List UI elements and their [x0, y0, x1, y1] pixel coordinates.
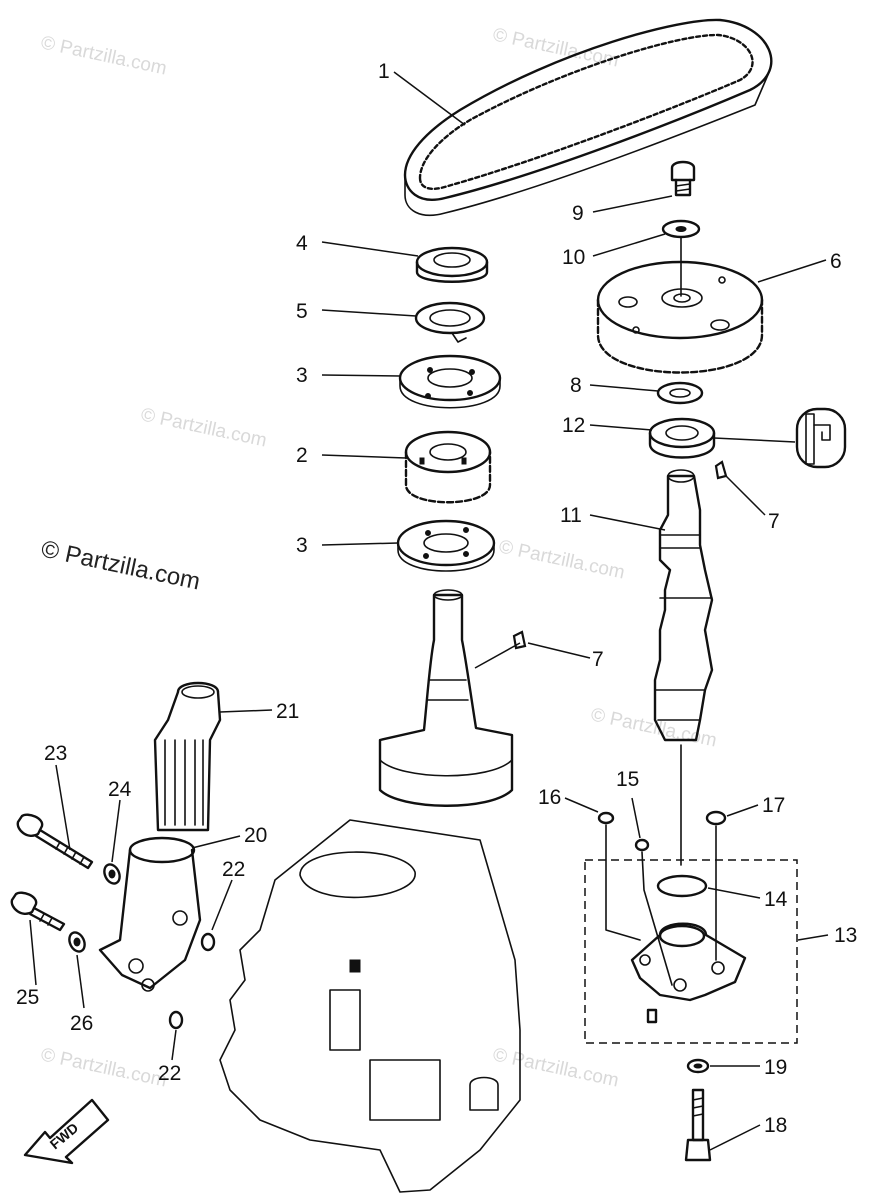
watermark: © Partzilla.com [491, 1044, 621, 1091]
callout-9: 9 [572, 202, 584, 225]
watermark: © Partzilla.com [139, 404, 269, 451]
callout-24: 24 [108, 778, 132, 801]
callout-25: 25 [16, 986, 39, 1009]
lock-washer [414, 301, 486, 343]
callout-26: 26 [70, 1012, 93, 1035]
callout-12: 12 [562, 414, 585, 437]
filter-housing [98, 836, 202, 992]
callout-22: 22 [158, 1062, 181, 1085]
callout-2: 2 [296, 444, 308, 467]
callout-1: 1 [378, 60, 390, 83]
o-ring-large [656, 874, 708, 898]
crank-sprocket [404, 430, 492, 504]
cam-pulley [596, 237, 764, 374]
oil-pump-assembly-box [584, 859, 798, 1044]
callout-22: 22 [222, 858, 245, 881]
callout-7: 7 [592, 648, 604, 671]
callout-11: 11 [560, 504, 582, 527]
watermark: © Partzilla.com [39, 32, 169, 79]
woodruff-key [714, 460, 728, 480]
pulley-plate-upper [398, 354, 502, 409]
callout-23: 23 [44, 742, 67, 765]
callout-18: 18 [764, 1114, 787, 1137]
pulley-plate-lower [396, 519, 496, 572]
oil-filter-element [153, 681, 222, 832]
callout-6: 6 [830, 250, 842, 273]
washer [103, 863, 121, 885]
watermark: © Partzilla.com [497, 536, 627, 583]
dowel-pin [634, 838, 650, 852]
callout-5: 5 [296, 300, 308, 323]
callout-14: 14 [764, 888, 788, 911]
dowel-pin [705, 810, 727, 826]
washer [686, 1058, 710, 1074]
crankshaft [378, 589, 514, 807]
forward-arrow-icon: FWD [23, 1098, 110, 1165]
engine-block [219, 819, 521, 1193]
callout-3: 3 [296, 534, 308, 557]
callout-7: 7 [768, 510, 780, 533]
watermark: © Partzilla.com [39, 1044, 169, 1091]
short-bolt [10, 891, 66, 932]
callout-8: 8 [570, 374, 582, 397]
timing-belt [403, 18, 773, 217]
watermark: © Partzilla.com [491, 24, 621, 71]
thrust-washer [656, 381, 704, 405]
main-watermark: © Partzilla.com [39, 535, 203, 595]
callout-16: 16 [538, 786, 561, 809]
callout-3: 3 [296, 364, 308, 387]
leader-lines [29, 71, 829, 1151]
callout-13: 13 [834, 924, 857, 947]
callout-labels: 1 4 5 3 2 3 9 10 6 8 12 7 11 7 21 23 24 … [16, 60, 857, 1137]
callout-4: 4 [296, 232, 308, 255]
washer [68, 931, 86, 953]
oil-pump [605, 824, 747, 1024]
callout-17: 17 [762, 794, 785, 817]
seal-detail-inset [795, 407, 847, 469]
callout-10: 10 [562, 246, 585, 269]
watermark-group: © Partzilla.com © Partzilla.com © Partzi… [39, 24, 719, 1091]
nut [415, 246, 489, 283]
bolt [670, 160, 696, 197]
dowel-pin [597, 811, 615, 825]
oil-seal [648, 417, 796, 459]
long-bolt [16, 813, 94, 870]
washer [661, 219, 701, 239]
o-ring [200, 932, 216, 952]
callout-19: 19 [764, 1056, 787, 1079]
o-ring [168, 1010, 184, 1030]
bolt [684, 1088, 712, 1162]
callout-20: 20 [244, 824, 267, 847]
callout-15: 15 [616, 768, 639, 791]
callout-21: 21 [276, 700, 299, 723]
camshaft [653, 469, 714, 866]
